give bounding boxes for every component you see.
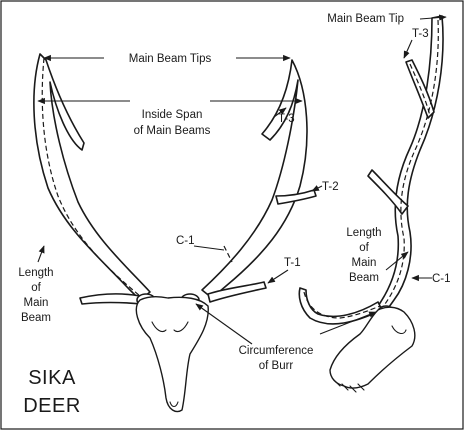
label-main-beam-tip: Main Beam Tip	[327, 13, 404, 25]
label-length-side-2: of	[359, 242, 369, 254]
label-t3-side: T-3	[412, 28, 429, 40]
front-view-rack	[34, 54, 316, 306]
left-antler	[34, 54, 150, 300]
t1-front-arrow	[268, 270, 288, 283]
label-c1-front: C-1	[176, 235, 195, 247]
label-inside-span-1: Inside Span	[142, 109, 203, 121]
side-brow-tine	[299, 288, 382, 324]
label-length-front-4: Beam	[21, 312, 51, 324]
label-t2: T-2	[322, 181, 339, 193]
left-brow-tine	[80, 294, 142, 304]
front-view-skull	[136, 297, 208, 412]
label-length-front-2: of	[31, 282, 41, 294]
t2-arrow	[312, 186, 322, 191]
front-skull-outline	[136, 297, 208, 412]
right-beam-c1-dash	[224, 246, 232, 262]
label-length-side-1: Length	[346, 227, 381, 239]
label-t1: T-1	[284, 257, 301, 269]
label-c1-side: C-1	[432, 273, 451, 285]
c1-front-leader	[194, 246, 224, 250]
label-length-front-1: Length	[18, 267, 53, 279]
label-circumference-2: of Burr	[259, 360, 294, 372]
label-inside-span-2: of Main Beams	[134, 125, 211, 137]
label-t3-front: T-3	[278, 113, 295, 125]
label-species-2: DEER	[23, 395, 81, 417]
label-length-side-4: Beam	[349, 272, 379, 284]
length-front-arrow	[38, 246, 44, 262]
label-length-front-3: Main	[24, 297, 49, 309]
label-length-side-3: Main	[352, 257, 377, 269]
label-main-beam-tips: Main Beam Tips	[129, 53, 212, 65]
label-circumference-1: Circumference	[239, 345, 314, 357]
t3-side-arrow	[404, 40, 412, 58]
label-species-1: SIKA	[28, 367, 76, 389]
